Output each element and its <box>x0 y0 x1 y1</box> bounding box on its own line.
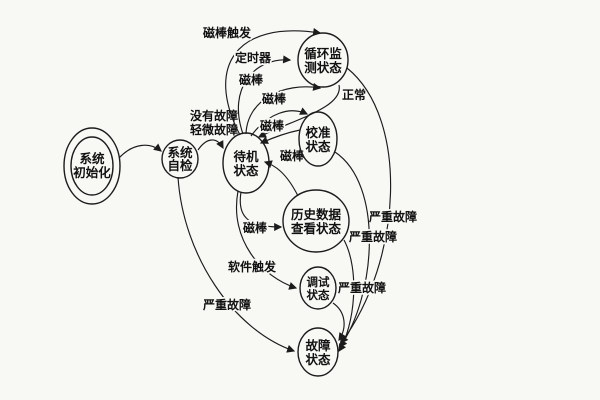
edge-label: 严重故障 <box>368 209 417 224</box>
edge-standby-history: 磁棒 <box>239 191 283 237</box>
node-label: 循环监 <box>304 46 342 61</box>
edge-init-selfcheck <box>118 143 162 159</box>
node-label: 故障 <box>305 338 331 353</box>
edge-label: 严重故障 <box>202 297 251 312</box>
node-label: 初始化 <box>73 165 111 180</box>
node-circle <box>298 111 338 167</box>
node-label: 状态 <box>305 352 331 367</box>
edge-label: 严重故障 <box>337 280 386 295</box>
node-label: 状态 <box>233 163 259 178</box>
edge-monitor-fault: 严重故障 <box>340 67 419 344</box>
edge-label: 正常 <box>342 87 366 102</box>
node-label: 状态 <box>305 139 331 154</box>
edge-label: 定时器 <box>235 50 272 65</box>
state-node-history: 历史数据 查看状态 <box>282 189 350 253</box>
node-label: 查看状态 <box>290 221 342 236</box>
edge-label: 软件触发 <box>228 259 277 274</box>
edge-label: 轻微故障 <box>190 122 238 137</box>
edge-standby-monitor-rod: 磁棒 <box>236 70 322 135</box>
node-label: 历史数据 <box>291 207 342 222</box>
node-label: 校准 <box>305 125 331 140</box>
edge-selfcheck-fault: 严重故障 <box>177 176 296 353</box>
edge-label: 磁棒 <box>279 148 305 163</box>
node-label: 系统 <box>167 145 193 160</box>
state-node-selfcheck: 系统 自检 <box>161 139 199 179</box>
node-inner-circle <box>70 136 114 196</box>
node-circle <box>282 189 350 253</box>
edge-label: 磁棒 <box>261 91 287 106</box>
edge-standby-calibrate: 磁棒 <box>250 89 309 137</box>
node-circle <box>222 132 270 194</box>
edge-history-standby: 磁棒 <box>263 146 307 197</box>
edge-label: 磁棒 <box>259 118 285 133</box>
edge-selfcheck-standby: 没有故障 轻微故障 <box>188 106 240 151</box>
node-circle <box>161 139 199 179</box>
edge-label: 严重故障 <box>348 229 397 244</box>
edge-label: 磁棒触发 <box>202 25 252 40</box>
node-circle <box>297 327 339 377</box>
node-label: 自检 <box>167 158 193 173</box>
node-label: 调试 <box>307 275 330 289</box>
node-label: 测状态 <box>304 60 342 75</box>
edge-history-fault <box>338 239 355 353</box>
node-label: 待机 <box>233 149 259 164</box>
node-outer-circle <box>63 127 121 205</box>
state-node-calibrate: 校准 状态 <box>298 111 338 167</box>
node-circle <box>299 266 337 310</box>
node-label: 系统 <box>79 151 105 166</box>
edge-calibrate-fault: 严重故障 <box>334 151 399 348</box>
state-node-fault: 故障 状态 <box>297 327 339 377</box>
state-node-debug: 调试 状态 <box>299 266 337 310</box>
edge-debug-fault: 严重故障 <box>332 278 388 342</box>
edge-standby-debug-software: 软件触发 <box>226 190 298 290</box>
edge-standby-monitor-timer: 定时器 <box>233 48 292 135</box>
state-node-monitor: 循环监 测状态 <box>297 32 349 88</box>
edge-calibrate-standby: 磁棒 <box>257 116 301 144</box>
state-node-standby: 待机 状态 <box>222 132 270 194</box>
node-circle <box>297 32 349 88</box>
edge-label: 磁棒 <box>242 220 268 235</box>
edge-label: 磁棒 <box>238 72 264 87</box>
state-node-init: 系统 初始化 <box>63 127 121 205</box>
edge-label: 没有故障 <box>190 108 238 123</box>
node-label: 状态 <box>307 288 330 302</box>
edge-monitor-standby-normal: 正常 <box>257 84 368 138</box>
edge-standby-monitor-rod-trigger: 磁棒触发 <box>200 23 322 136</box>
